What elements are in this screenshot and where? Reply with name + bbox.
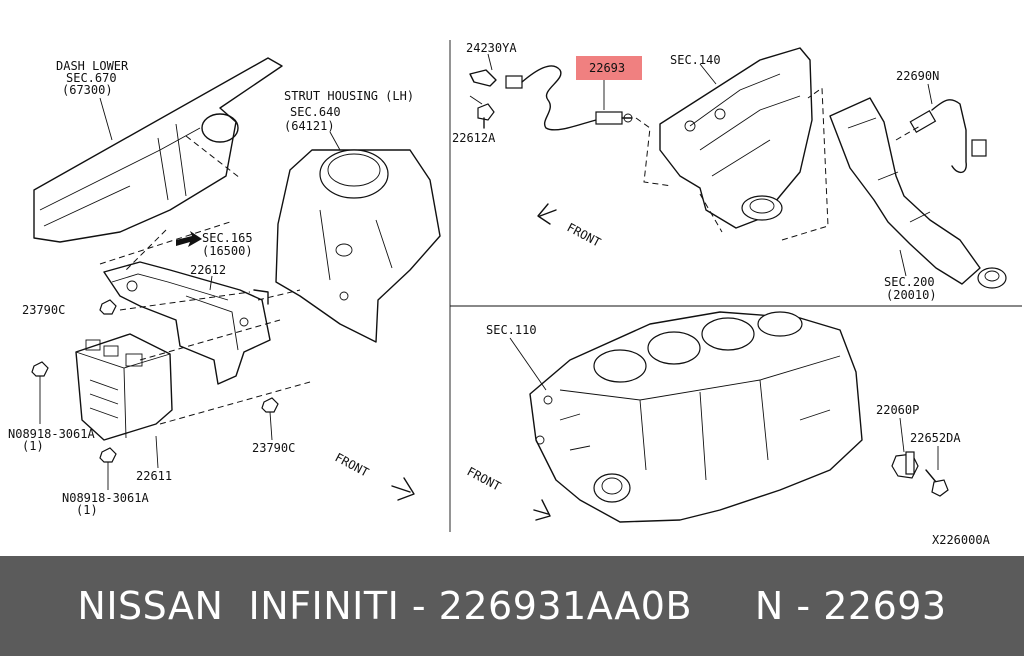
label-22690n: 22690N bbox=[896, 69, 939, 83]
label-strut-sec: SEC.640 bbox=[290, 105, 341, 119]
label-front-bottom: FRONT bbox=[465, 464, 503, 493]
exhaust-manifold bbox=[659, 47, 813, 229]
nut-23790c-lower bbox=[261, 397, 279, 413]
label-sec110: SEC.110 bbox=[486, 323, 537, 337]
part-number-highlight bbox=[576, 56, 642, 80]
sec165-arrow bbox=[176, 231, 202, 247]
strut-housing bbox=[275, 149, 441, 343]
bolt-22612a bbox=[477, 103, 495, 129]
sensor-22693 bbox=[469, 65, 633, 131]
nut-08918-lower bbox=[99, 447, 117, 463]
catalytic-converter bbox=[829, 97, 1007, 289]
label-24230ya: 24230YA bbox=[466, 41, 517, 55]
label-22612: 22612 bbox=[190, 263, 226, 277]
label-08918-upper-qty: (1) bbox=[22, 439, 44, 453]
front-arrow-bottom bbox=[533, 499, 551, 521]
front-arrow-left bbox=[391, 477, 415, 501]
label-dash-lower-num: (67300) bbox=[62, 83, 113, 97]
bolt-22652da bbox=[925, 469, 949, 497]
label-dash-lower: DASH LOWER bbox=[56, 59, 129, 73]
label-22652da: 22652DA bbox=[910, 431, 961, 445]
label-front-top: FRONT bbox=[565, 220, 603, 249]
label-22611: 22611 bbox=[136, 469, 172, 483]
ecm-unit bbox=[75, 333, 173, 441]
label-front-left: FRONT bbox=[333, 450, 371, 479]
label-22693: 22693 bbox=[589, 61, 625, 75]
label-diagram-id: X226000A bbox=[932, 533, 991, 547]
label-sec200: SEC.200 bbox=[884, 275, 935, 289]
knock-sensor bbox=[891, 451, 919, 479]
label-08918-upper: N08918-3061A bbox=[8, 427, 95, 441]
dash-lower-panel bbox=[33, 57, 283, 243]
label-dash-lower-sec: SEC.670 bbox=[66, 71, 117, 85]
label-23790c-lower: 23790C bbox=[252, 441, 295, 455]
label-22612a: 22612A bbox=[452, 131, 496, 145]
ecm-bracket bbox=[103, 261, 271, 385]
part-number-banner: NISSAN INFINITI - 226931AA0B N - 22693 bbox=[0, 556, 1024, 656]
front-arrow-top bbox=[537, 203, 557, 225]
nut-08918-upper bbox=[31, 361, 49, 377]
label-sec140: SEC.140 bbox=[670, 53, 721, 67]
label-strut-num: (64121) bbox=[284, 119, 335, 133]
label-sec165-num: (16500) bbox=[202, 244, 253, 258]
sensor-22690n bbox=[909, 99, 987, 173]
label-08918-lower: N08918-3061A bbox=[62, 491, 149, 505]
label-strut-housing: STRUT HOUSING (LH) bbox=[284, 89, 414, 103]
label-08918-lower-qty: (1) bbox=[76, 503, 98, 517]
label-23790c-upper: 23790C bbox=[22, 303, 65, 317]
nut-23790c-upper bbox=[99, 299, 117, 315]
label-sec165: SEC.165 bbox=[202, 231, 253, 245]
parts-diagram: DASH LOWER SEC.670 (67300) STRUT HOUSING… bbox=[8, 40, 1022, 547]
label-22060p: 22060P bbox=[876, 403, 919, 417]
engine-block bbox=[529, 311, 863, 523]
label-sec200-num: (20010) bbox=[886, 288, 937, 302]
